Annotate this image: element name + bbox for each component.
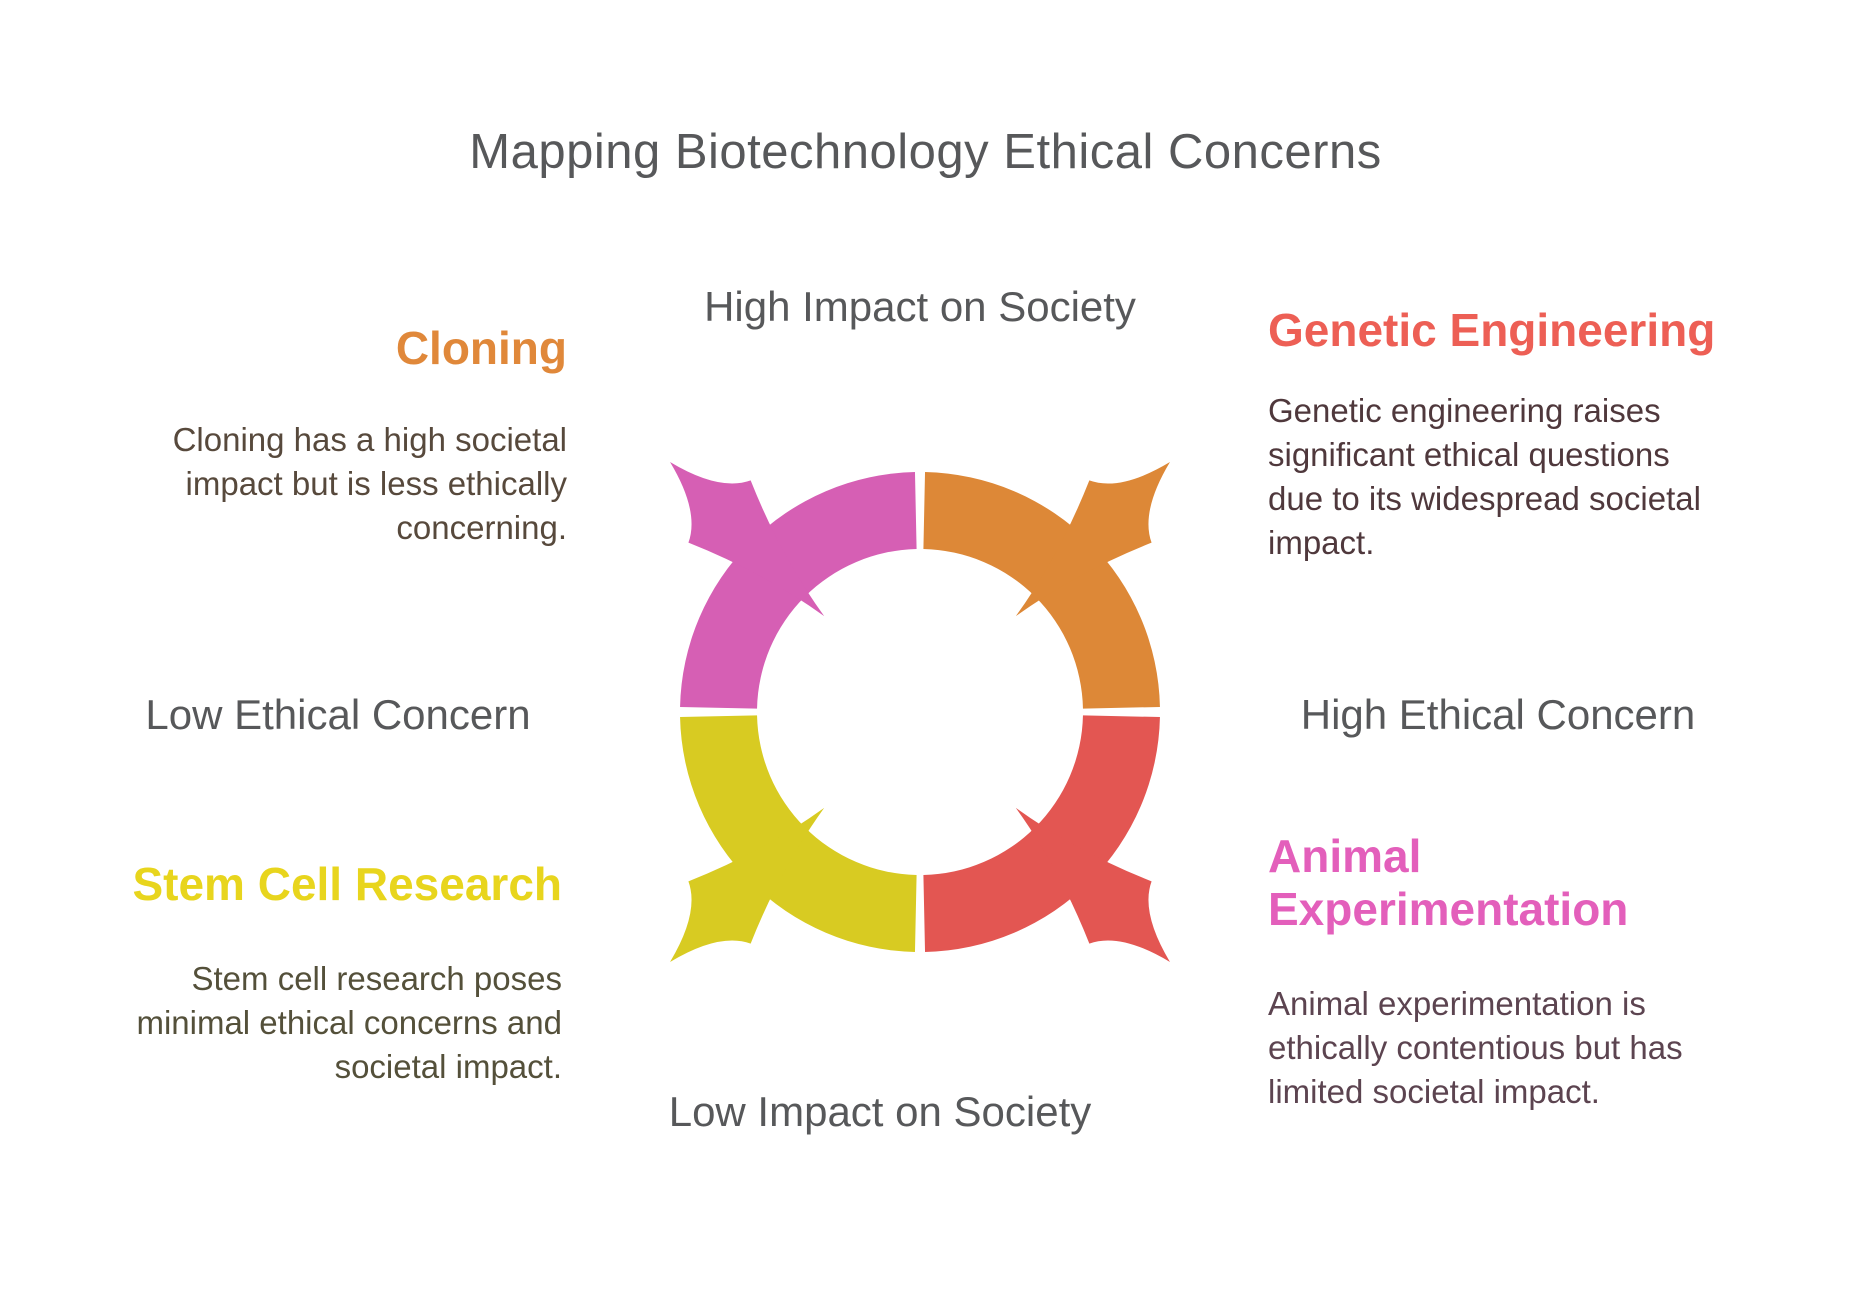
- section-heading-cloning: Cloning: [395, 322, 567, 374]
- section-body-animal-experimentation: Animal experimentation is ethically cont…: [1268, 982, 1708, 1114]
- section-stem-cell-research: Stem Cell Research Stem cell research po…: [100, 858, 562, 1089]
- section-body-genetic-engineering: Genetic engineering raises significant e…: [1268, 389, 1828, 565]
- body-line: minimal ethical concerns and: [136, 1004, 562, 1041]
- axis-label-high-impact: High Impact on Society: [704, 283, 1136, 330]
- segment-arrow-top-left-icon: [670, 462, 825, 617]
- body-line: impact but is less ethically: [185, 465, 567, 502]
- section-animal-experimentation: Animal Experimentation Animal experiment…: [1268, 830, 1708, 1114]
- section-heading-animal-experimentation: Animal Experimentation: [1268, 830, 1629, 935]
- segment-arrow-bottom-right-icon: [1015, 807, 1170, 962]
- segment-arrow-top-right-icon: [1015, 462, 1170, 617]
- axis-label-high-ethical: High Ethical Concern: [1300, 691, 1696, 738]
- body-line: limited societal impact.: [1268, 1073, 1600, 1110]
- cycle-diagram: [670, 462, 1170, 962]
- section-cloning: Cloning Cloning has a high societal impa…: [105, 322, 567, 550]
- section-body-stem-cell-research: Stem cell research poses minimal ethical…: [100, 957, 562, 1089]
- body-line: Stem cell research poses: [191, 960, 563, 997]
- body-line: concerning.: [396, 509, 567, 546]
- body-line: societal impact.: [334, 1048, 562, 1085]
- body-line: Animal experimentation is: [1268, 985, 1646, 1022]
- body-line: due to its widespread societal: [1268, 480, 1701, 517]
- section-body-cloning: Cloning has a high societal impact but i…: [105, 418, 567, 550]
- body-line: Genetic engineering raises: [1268, 392, 1661, 429]
- body-line: Cloning has a high societal: [172, 421, 567, 458]
- section-genetic-engineering: Genetic Engineering Genetic engineering …: [1268, 304, 1828, 565]
- segment-arrow-bottom-left-icon: [670, 807, 825, 962]
- axis-label-low-ethical: Low Ethical Concern: [145, 691, 531, 738]
- section-heading-stem-cell-research: Stem Cell Research: [132, 858, 562, 910]
- page-title: Mapping Biotechnology Ethical Concerns: [469, 125, 1382, 179]
- section-heading-genetic-engineering: Genetic Engineering: [1268, 304, 1716, 356]
- axis-label-low-impact: Low Impact on Society: [668, 1088, 1092, 1135]
- body-line: ethically contentious but has: [1268, 1029, 1683, 1066]
- body-line: impact.: [1268, 524, 1375, 561]
- body-line: significant ethical questions: [1268, 436, 1670, 473]
